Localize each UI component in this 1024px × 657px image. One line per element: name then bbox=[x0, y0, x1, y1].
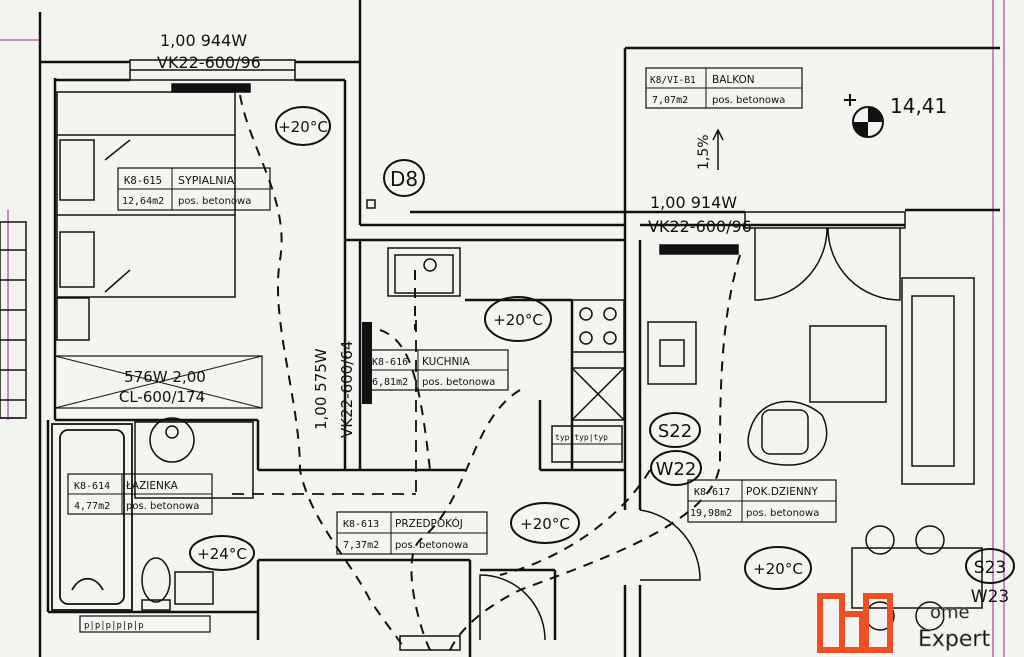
tag-w23: W23 bbox=[971, 587, 1009, 607]
bath-heater-box bbox=[54, 355, 263, 409]
svg-text:pos. betonowa: pos. betonowa bbox=[395, 540, 468, 551]
tag-w22: W22 bbox=[650, 450, 702, 486]
temp-hall: +20°C bbox=[510, 502, 580, 544]
svg-text:pos. betonowa: pos. betonowa bbox=[712, 95, 785, 106]
heating-pipes bbox=[239, 94, 741, 651]
slope-indicator: 1,5% bbox=[696, 128, 724, 170]
svg-text:POK.DZIENNY: POK.DZIENNY bbox=[746, 486, 819, 498]
kitchen-stove bbox=[571, 299, 625, 421]
svg-text:+20°C: +20°C bbox=[520, 515, 570, 533]
radiator-kitchen-code: VK22-600/64 bbox=[338, 341, 356, 438]
bedroom-bed bbox=[56, 91, 236, 341]
svg-text:6,81m2: 6,81m2 bbox=[372, 377, 408, 388]
svg-text:7,07m2: 7,07m2 bbox=[652, 95, 688, 106]
svg-text:14,41: 14,41 bbox=[890, 94, 947, 118]
svg-text:12,64m2: 12,64m2 bbox=[122, 196, 164, 207]
svg-text:typ|typ|typ: typ|typ|typ bbox=[555, 433, 608, 442]
svg-text:KUCHNIA: KUCHNIA bbox=[422, 356, 470, 368]
window-living bbox=[659, 211, 906, 255]
room-label-kitchen: K8-616 KUCHNIA 6,81m2 pos. betonowa bbox=[365, 349, 509, 391]
tag-d8: D8 bbox=[383, 159, 425, 197]
radiator-kitchen-dims: 1,00 575W bbox=[312, 348, 330, 430]
svg-text:ŁAZIENKA: ŁAZIENKA bbox=[125, 480, 179, 492]
radiator-bath-code: CL-600/174 bbox=[119, 388, 205, 406]
svg-text:K8-615: K8-615 bbox=[124, 175, 162, 187]
temp-bathroom: +24°C bbox=[189, 535, 255, 571]
room-label-living: K8-617 POK.DZIENNY 19,98m2 pos. betonowa bbox=[687, 479, 837, 523]
kitchen-sink bbox=[387, 247, 461, 297]
window-top bbox=[129, 59, 296, 93]
shower bbox=[134, 417, 254, 499]
window-living-dims: 1,00 914W bbox=[650, 193, 737, 212]
room-label-bedroom: K8-615 SYPIALNIA 12,64m2 pos. betonowa bbox=[117, 167, 271, 211]
svg-text:pos. betonowa: pos. betonowa bbox=[746, 508, 819, 519]
svg-text:K8/VI-B1: K8/VI-B1 bbox=[650, 75, 696, 86]
svg-text:K8-617: K8-617 bbox=[694, 487, 730, 498]
svg-text:K8-614: K8-614 bbox=[74, 481, 110, 492]
svg-text:pos. betonowa: pos. betonowa bbox=[126, 501, 199, 512]
svg-text:pos. betonowa: pos. betonowa bbox=[422, 377, 495, 388]
watermark-logo: ome Expert bbox=[817, 593, 991, 653]
window-top-dims: 1,00 944W bbox=[160, 31, 247, 50]
svg-text:K8-613: K8-613 bbox=[343, 519, 379, 530]
entry-door-swing bbox=[479, 574, 546, 641]
elevation-marker: 14,41 bbox=[844, 94, 947, 138]
toilet bbox=[141, 557, 214, 611]
living-furniture bbox=[647, 277, 983, 631]
svg-text:p|p|p|p|p|p: p|p|p|p|p|p bbox=[84, 621, 144, 631]
radiator-bath-dims: 576W 2,00 bbox=[124, 368, 206, 386]
svg-text:+20°C: +20°C bbox=[278, 118, 328, 136]
svg-text:pos. betonowa: pos. betonowa bbox=[178, 196, 251, 207]
window-living-code: VK22-600/96 bbox=[648, 217, 752, 236]
svg-text:SYPIALNIA: SYPIALNIA bbox=[178, 174, 235, 187]
svg-text:S23: S23 bbox=[974, 558, 1006, 578]
svg-text:S22: S22 bbox=[658, 421, 692, 442]
svg-text:Expert: Expert bbox=[918, 627, 990, 652]
left-hatch bbox=[0, 221, 27, 419]
svg-text:1,5%: 1,5% bbox=[696, 134, 712, 170]
temp-living: +20°C bbox=[744, 546, 812, 590]
svg-text:19,98m2: 19,98m2 bbox=[690, 508, 732, 519]
temp-bedroom: +20°C bbox=[275, 106, 331, 146]
room-label-hall: K8-613 PRZEDPOKÓJ 7,37m2 pos. betonowa bbox=[336, 511, 488, 555]
tag-s23: S23 bbox=[965, 548, 1015, 584]
living-door-swing bbox=[639, 509, 701, 581]
svg-text:PRZEDPOKÓJ: PRZEDPOKÓJ bbox=[395, 517, 463, 530]
balcony-doors bbox=[754, 227, 901, 301]
room-label-bathroom: K8-614 ŁAZIENKA 4,77m2 pos. betonowa bbox=[67, 473, 213, 515]
room-label-balcony: K8/VI-B1 BALKON 7,07m2 pos. betonowa bbox=[645, 67, 803, 109]
tag-s22: S22 bbox=[649, 412, 701, 448]
svg-text:ome: ome bbox=[930, 602, 970, 623]
dashed-ceiling-lines bbox=[232, 224, 625, 495]
window-top-code: VK22-600/96 bbox=[157, 53, 261, 72]
kitchen-outlets: typ|typ|typ bbox=[551, 425, 623, 463]
bath-outlets: p|p|p|p|p|p bbox=[79, 615, 211, 633]
svg-text:+20°C: +20°C bbox=[753, 560, 803, 578]
svg-text:7,37m2: 7,37m2 bbox=[343, 540, 379, 551]
svg-text:D8: D8 bbox=[390, 167, 418, 191]
svg-text:+24°C: +24°C bbox=[197, 545, 247, 563]
temp-kitchen: +20°C bbox=[484, 296, 552, 342]
radiator-kitchen-bar bbox=[362, 322, 372, 404]
bathtub bbox=[51, 423, 133, 611]
svg-text:K8-616: K8-616 bbox=[372, 357, 408, 368]
svg-text:W23: W23 bbox=[971, 587, 1009, 607]
svg-text:W22: W22 bbox=[656, 459, 697, 480]
svg-text:+20°C: +20°C bbox=[493, 311, 543, 329]
svg-text:BALKON: BALKON bbox=[712, 74, 755, 86]
svg-text:4,77m2: 4,77m2 bbox=[74, 501, 110, 512]
